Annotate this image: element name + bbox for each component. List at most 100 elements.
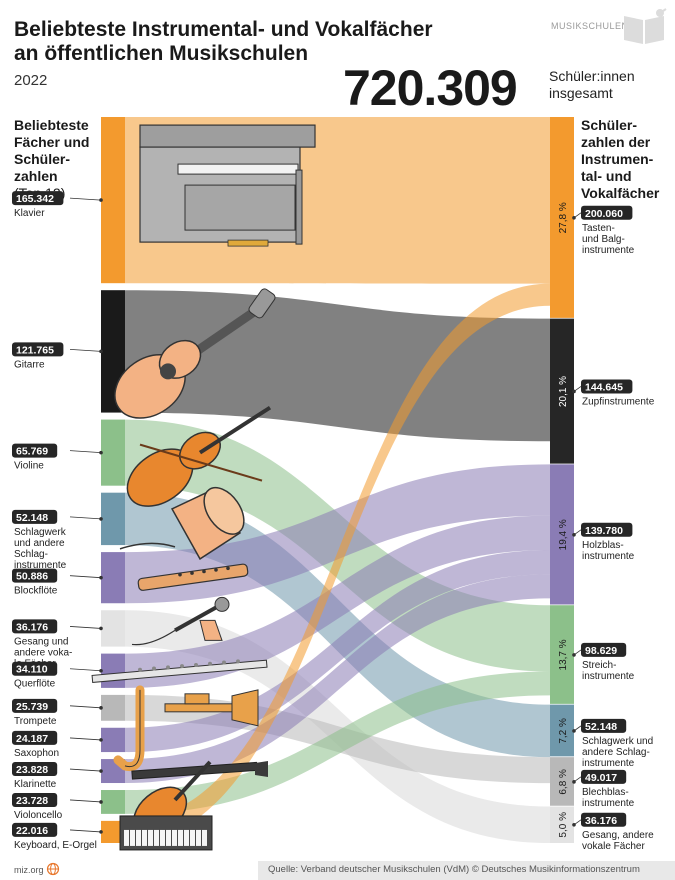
source-value-1-bg [12,191,64,206]
target-value-3: 139.780 [585,525,623,537]
target-dot-7 [572,822,576,827]
source-bar-12 [101,820,125,843]
target-value-6: 49.017 [585,772,617,784]
source-value-12-bg [12,822,58,837]
source-value-2: 121.765 [16,344,54,356]
total-label-line-2: insgesamt [549,85,613,101]
target-bar-1 [550,117,574,319]
source-bar-3 [101,419,125,486]
source-leader-5 [69,575,102,579]
target-dot-6 [572,780,576,784]
target-percent-4: 13,7 % [558,639,569,670]
target-value-4: 98.629 [585,645,617,657]
target-percent-2: 20,1 % [558,376,569,407]
target-percent-3: 19,4 % [558,519,569,550]
source-value-8-bg [12,698,58,713]
target-value-1-bg [581,205,633,220]
target-dot-3 [572,532,576,537]
source-value-1: 165.342 [16,193,54,205]
keyboard-icon [119,815,213,851]
source-dot-5 [99,575,103,580]
source-dot-1 [99,198,103,202]
target-label-3-1: Holzblas- [582,540,624,551]
target-label-1-2: und Balg- [582,234,625,245]
source-value-11: 23.728 [16,795,48,807]
source-leader-8 [69,705,102,709]
source-value-7: 34.110 [16,664,48,676]
source-label-6-1: Gesang und [14,636,69,647]
target-value-7: 36.176 [585,815,617,827]
source-bar-9 [101,727,125,753]
title-line-1: Beliebteste Instrumental- und Vokalfäche… [14,18,433,41]
source-label-10-1: Klarinette [14,779,57,790]
source-value-9: 24.187 [16,733,48,745]
target-value-2: 144.645 [585,381,623,393]
source-value-2-bg [12,342,64,357]
brand-label: MUSIKSCHULEN [551,21,629,31]
target-label-2-1: Zupfinstrumente [582,396,655,407]
source-dot-12 [99,830,103,834]
source-value-12: 22.016 [16,825,48,837]
flute-icon [91,659,268,683]
globe-icon [46,862,60,876]
flow-7 [125,515,550,688]
source-value-9-bg [12,730,58,745]
target-dot-2 [572,389,576,394]
target-label-5-2: andere Schlag- [582,747,650,758]
piano-icon [139,124,316,247]
source-label-1-1: Klavier [14,208,45,219]
trumpet-icon [164,689,259,727]
target-value-1: 200.060 [585,208,623,220]
source-dot-7 [99,668,103,673]
target-bar-7 [550,806,574,843]
source-bar-8 [101,694,125,721]
target-label-6-1: Blechblas- [582,787,629,798]
source-dot-3 [99,450,103,455]
source-label-5-1: Blockflöte [14,586,58,597]
source-leader-11 [69,799,102,803]
target-label-6-2: instrumente [582,798,635,809]
target-value-5: 52.148 [585,721,617,733]
right-heading: Schüler- zahlen der Instrumen- tal- und … [581,117,659,202]
source-leader-12 [69,829,102,833]
source-label-12-1: Keyboard, E-Orgel [14,840,97,851]
target-dot-4 [572,653,576,657]
title-line-2: an öffentlichen Musikschulen [14,42,309,65]
target-value-2-bg [581,379,633,394]
footer-site[interactable]: miz.org [14,865,44,875]
total-value: 720.309 [343,60,518,116]
source-value-7-bg [12,661,58,676]
source-label-4-2: und andere [14,538,65,549]
source-label-4-4: instrumente [14,560,67,571]
source-leader-7 [69,668,102,672]
source-dot-8 [99,706,103,710]
target-value-5-bg [581,718,627,733]
recorder-icon [137,563,249,591]
source-dot-11 [99,800,103,804]
source-value-3: 65.769 [16,446,48,458]
target-value-6-bg [581,769,627,784]
source-value-10-bg [12,762,58,777]
target-label-1-1: Tasten- [582,223,615,234]
source-leader-9 [69,737,102,741]
drum-icon [119,486,245,560]
right-heading-line-5: Vokalfächer [581,185,660,201]
source-bar-6 [101,610,125,647]
right-heading-line-2: zahlen der [581,134,651,150]
left-heading-line-2: Fächer und [14,134,90,150]
target-dot-5 [572,729,576,733]
source-value-4-bg [12,509,58,524]
source-bar-7 [101,653,125,688]
source-bar-1 [101,117,125,284]
source-label-8-1: Trompete [14,716,57,727]
source-dot-6 [99,626,103,631]
source-dot-4 [99,517,103,521]
target-bar-4 [550,605,574,705]
violin-icon [126,405,272,507]
flow-10 [125,574,550,784]
right-heading-line-1: Schüler- [581,117,638,133]
target-label-1-3: instrumente [582,245,635,256]
guitar-icon [114,288,276,419]
source-value-8: 25.739 [16,701,48,713]
